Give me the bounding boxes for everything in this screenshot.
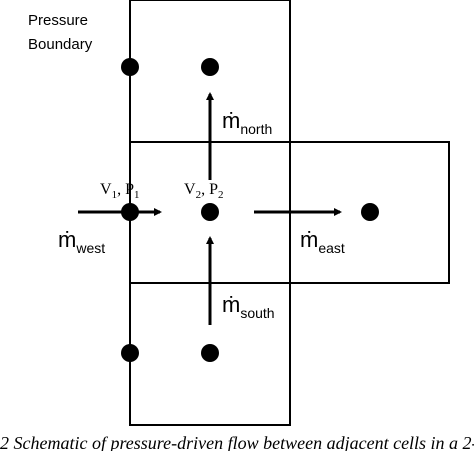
node-east bbox=[361, 203, 379, 221]
mdot-north-label: ṁnorth bbox=[222, 108, 272, 137]
mdot-north-subscript: north bbox=[240, 121, 272, 137]
figure-caption: 2 Schematic of pressure-driven flow betw… bbox=[0, 433, 474, 451]
mdot-north-symbol: ṁ bbox=[222, 108, 240, 133]
cell2-velocity-subscript: 2 bbox=[196, 189, 202, 201]
cell2-velocity: V bbox=[184, 181, 196, 198]
cell2-pressure-subscript: 2 bbox=[218, 189, 224, 201]
cell1-state-label: V1, P1 bbox=[100, 181, 139, 201]
mdot-south-label: ṁsouth bbox=[222, 292, 275, 321]
cell1-pressure-subscript: 1 bbox=[134, 189, 140, 201]
cell1-pressure: P bbox=[125, 181, 134, 198]
mdot-west-subscript: west bbox=[75, 240, 105, 256]
node-top-left bbox=[121, 58, 139, 76]
node-points bbox=[121, 58, 379, 362]
node-bottom-left bbox=[121, 344, 139, 362]
mdot-west-label: ṁwest bbox=[58, 227, 105, 256]
node-center bbox=[201, 203, 219, 221]
mdot-west-symbol: ṁ bbox=[58, 227, 76, 252]
flow-arrows bbox=[78, 92, 342, 325]
mdot-east-subscript: east bbox=[318, 240, 345, 256]
node-top-center bbox=[201, 58, 219, 76]
pressure-boundary-label-line1: Pressure bbox=[28, 12, 88, 29]
cell1-separator: , bbox=[117, 181, 125, 198]
mdot-south-subscript: south bbox=[240, 305, 274, 321]
cell2-pressure: P bbox=[209, 181, 218, 198]
cell2-separator: , bbox=[201, 181, 209, 198]
node-bottom-center bbox=[201, 344, 219, 362]
pressure-boundary-label-line2: Boundary bbox=[28, 36, 93, 53]
cell1-velocity-subscript: 1 bbox=[112, 189, 118, 201]
cell2-state-label: V2, P2 bbox=[184, 181, 223, 201]
mdot-east-label: ṁeast bbox=[300, 227, 345, 256]
cell1-velocity: V bbox=[100, 181, 112, 198]
mdot-east-symbol: ṁ bbox=[300, 227, 318, 252]
mdot-south-symbol: ṁ bbox=[222, 292, 240, 317]
